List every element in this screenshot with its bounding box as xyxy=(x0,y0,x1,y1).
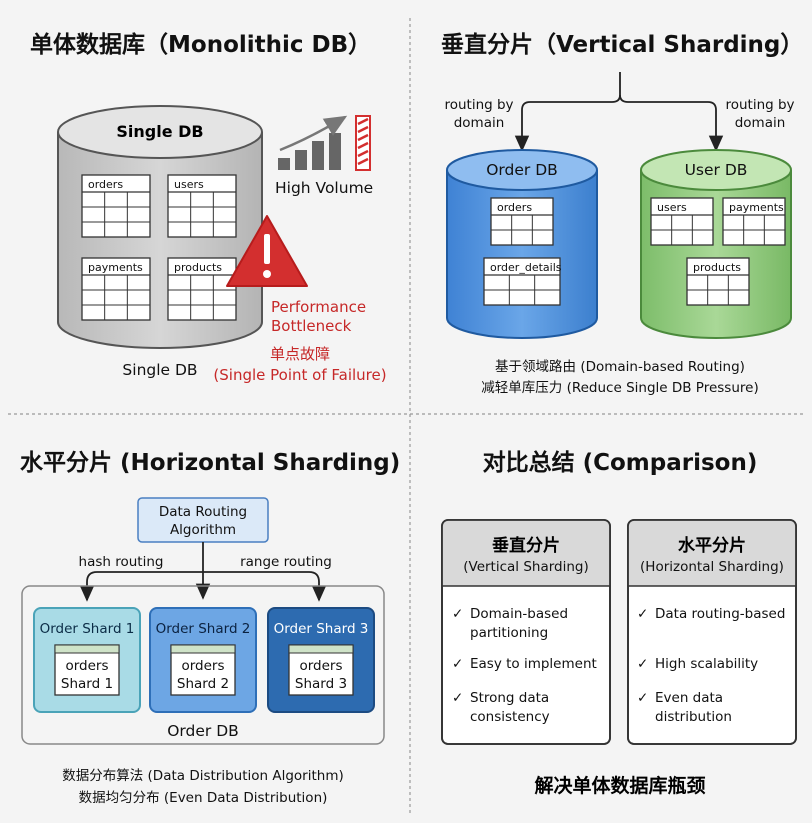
mono-tables: orders users payments products xyxy=(81,174,237,321)
table-name: users xyxy=(657,201,687,214)
table-name: order_details xyxy=(490,261,562,274)
compare-item-text: Strong data xyxy=(470,690,549,706)
table-name: payments xyxy=(729,201,784,214)
check-icon: ✓ xyxy=(637,656,648,672)
table-name: products xyxy=(174,261,222,274)
spof-zh: 单点故障 xyxy=(270,345,330,363)
compare-item-text: Data routing-based xyxy=(655,606,785,622)
horizontal-compare-title-zh: 水平分片 xyxy=(678,535,746,556)
range-routing-label: range routing xyxy=(240,554,332,570)
routing-algorithm-line1: Data Routing xyxy=(159,504,247,520)
domain-routing-arrows xyxy=(514,72,724,152)
table-name: orders xyxy=(497,201,532,214)
mini-table: payments xyxy=(722,197,786,246)
single-db-label-bottom: Single DB xyxy=(122,361,197,379)
mini-table: payments xyxy=(81,257,151,321)
table-name: payments xyxy=(88,261,143,274)
mini-table: orders xyxy=(490,197,554,246)
compare-items: ✓ Domain-based partitioning ✓ Easy to implem… xyxy=(452,606,785,725)
compare-item-text: High scalability xyxy=(655,656,758,672)
vertical-compare-title-zh: 垂直分片 xyxy=(492,535,560,556)
mini-table: users xyxy=(650,197,714,246)
compare-item-text: Easy to implement xyxy=(470,656,597,672)
high-volume-label: High Volume xyxy=(275,179,373,197)
check-icon: ✓ xyxy=(452,606,463,622)
compare-item-text: Domain-based xyxy=(470,606,568,622)
shard-title: Order Shard 3 xyxy=(274,621,369,637)
horizontal-title: 水平分片 (Horizontal Sharding) xyxy=(20,450,400,476)
compare-item: ✓ Even data distribution xyxy=(637,690,732,725)
comparison-title: 对比总结 (Comparison) xyxy=(483,449,758,476)
order-db-label: Order DB xyxy=(486,161,558,179)
warning-icon xyxy=(226,215,308,287)
high-volume-bars-icon xyxy=(278,115,371,171)
hash-routing-label: hash routing xyxy=(79,554,164,570)
order-db-container xyxy=(21,585,385,745)
routing-right-line1: routing by xyxy=(725,97,794,113)
perf-bottleneck-line2: Bottleneck xyxy=(271,317,352,335)
compare-item-text: Even data xyxy=(655,690,723,706)
routing-left-line2: domain xyxy=(454,115,505,131)
comparison-footer: 解决单体数据库瓶颈 xyxy=(534,774,705,797)
spof-en: (Single Point of Failure) xyxy=(213,366,386,384)
vertical-caption-1: 基于领域路由 (Domain-based Routing) xyxy=(495,358,745,375)
table-name: products xyxy=(693,261,741,274)
horizontal-caption-2: 数据均匀分布 (Even Data Distribution) xyxy=(79,790,328,806)
routing-left-line1: routing by xyxy=(444,97,513,113)
routing-right-line2: domain xyxy=(735,115,786,131)
mini-table: products xyxy=(686,257,750,306)
shard-title: Order Shard 2 xyxy=(156,621,251,637)
compare-item: ✓ High scalability xyxy=(637,656,758,672)
shard-table-name: orders xyxy=(65,658,108,674)
compare-item: ✓ Domain-based partitioning xyxy=(452,606,568,641)
perf-bottleneck-line1: Performance xyxy=(271,298,366,316)
compare-item-text: partitioning xyxy=(470,625,548,641)
compare-item: ✓ Data routing-based xyxy=(637,606,785,622)
mini-table: order_details xyxy=(483,257,562,306)
horizontal-compare-card xyxy=(627,519,797,745)
shard-title: Order Shard 1 xyxy=(40,621,135,637)
monolithic-title: 单体数据库（Monolithic DB） xyxy=(30,31,371,58)
shard-routing-arrows xyxy=(79,542,327,602)
check-icon: ✓ xyxy=(452,656,463,672)
table-name: users xyxy=(174,178,204,191)
vertical-compare-card xyxy=(441,519,611,745)
horizontal-caption-1: 数据分布算法 (Data Distribution Algorithm) xyxy=(62,768,344,784)
vertical-title: 垂直分片（Vertical Sharding） xyxy=(441,31,803,58)
shard-table-name: orders xyxy=(181,658,224,674)
horizontal-compare-title-en: (Horizontal Sharding) xyxy=(640,559,784,575)
compare-item-text: consistency xyxy=(470,709,550,725)
compare-item-text: distribution xyxy=(655,709,732,725)
shard-table-id: Shard 3 xyxy=(295,676,347,692)
order-db-container-label: Order DB xyxy=(167,722,239,740)
table-name: orders xyxy=(88,178,123,191)
check-icon: ✓ xyxy=(637,690,648,706)
mini-table: products xyxy=(167,257,237,321)
mini-table: orders xyxy=(81,174,151,238)
routing-algorithm-line2: Algorithm xyxy=(170,522,236,538)
compare-item: ✓ Strong data consistency xyxy=(452,690,550,725)
shard-table-id: Shard 1 xyxy=(61,676,113,692)
vertical-tables: orders order_details users payments products xyxy=(483,197,786,306)
vertical-compare-title-en: (Vertical Sharding) xyxy=(463,559,589,575)
single-db-label-top: Single DB xyxy=(116,122,203,141)
compare-item: ✓ Easy to implement xyxy=(452,656,597,672)
shard-table-name: orders xyxy=(299,658,342,674)
vertical-caption-2: 减轻单库压力 (Reduce Single DB Pressure) xyxy=(481,380,758,396)
check-icon: ✓ xyxy=(452,690,463,706)
user-db-label: User DB xyxy=(685,161,748,179)
check-icon: ✓ xyxy=(637,606,648,622)
mini-table: users xyxy=(167,174,237,238)
shard-table-id: Shard 2 xyxy=(177,676,229,692)
